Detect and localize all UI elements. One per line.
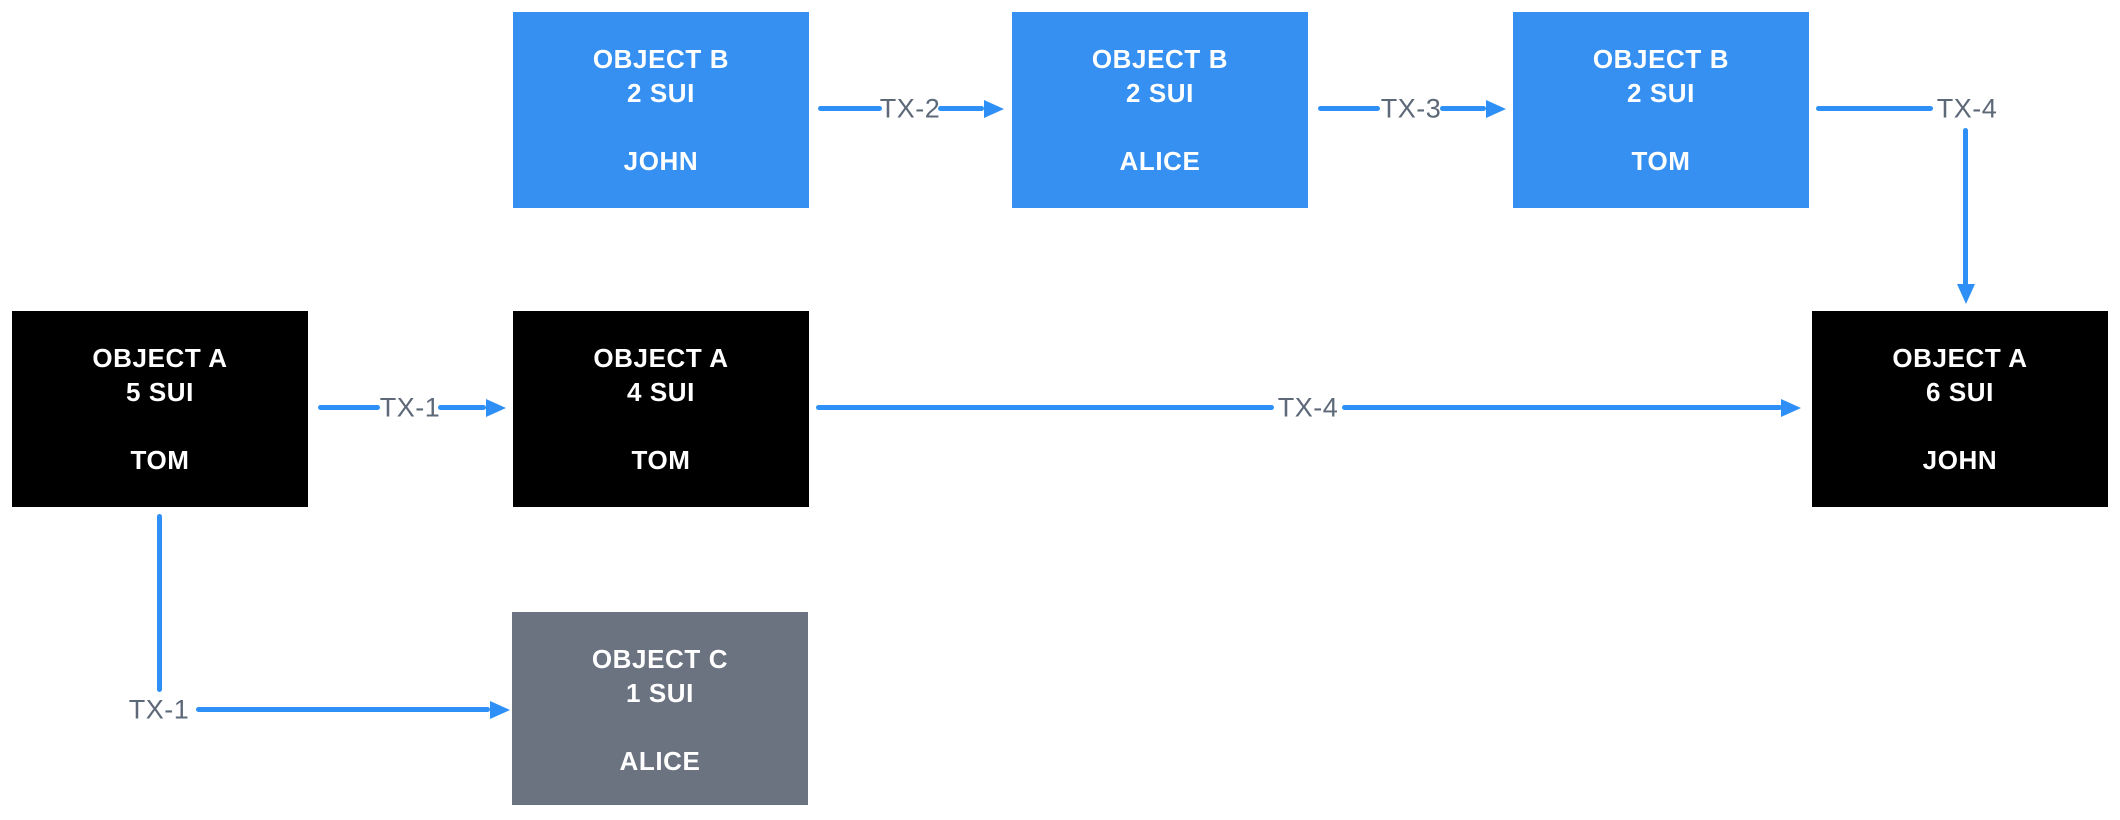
tx-1-line: [318, 405, 380, 410]
node-owner: JOHN: [1922, 445, 1998, 475]
node-owner: TOM: [631, 445, 691, 475]
tx-4-label: TX-4: [1277, 392, 1339, 423]
tx-1-split-label: TX-1: [128, 694, 190, 725]
node-owner: JOHN: [623, 146, 699, 176]
arrowhead-right-icon: [490, 701, 510, 719]
tx-3-line: [1318, 106, 1380, 111]
node-amount: 6 SUI: [1925, 377, 1994, 407]
node-owner: TOM: [1631, 146, 1691, 176]
tx-1-split-line: [157, 514, 162, 692]
node-amount: 2 SUI: [1125, 78, 1194, 108]
node-amount: 2 SUI: [626, 78, 695, 108]
tx-3-line: [1440, 106, 1486, 111]
node-amount: 2 SUI: [1626, 78, 1695, 108]
tx-1-split-line: [196, 707, 490, 712]
tx-4-line: [816, 405, 1274, 410]
tx-2-line: [938, 106, 984, 111]
arrowhead-right-icon: [486, 399, 506, 417]
arrowhead-right-icon: [984, 100, 1004, 118]
tx-4-merge-line: [1816, 106, 1933, 111]
tx-1-line: [438, 405, 486, 410]
tx-4-line: [1342, 405, 1782, 410]
node-amount: 5 SUI: [125, 377, 194, 407]
node-amount: 4 SUI: [626, 377, 695, 407]
tx-1-label: TX-1: [379, 392, 441, 423]
tx-4-merge-label: TX-4: [1936, 93, 1998, 124]
arrowhead-right-icon: [1781, 399, 1801, 417]
node-owner: TOM: [130, 445, 190, 475]
tx-4-merge-line: [1963, 128, 1968, 286]
tx-2-label: TX-2: [879, 93, 941, 124]
node-owner: ALICE: [1119, 146, 1201, 176]
arrowhead-down-icon: [1957, 284, 1975, 304]
node-amount: 1 SUI: [625, 678, 694, 708]
node-owner: ALICE: [619, 746, 701, 776]
tx-3-label: TX-3: [1380, 93, 1442, 124]
tx-2-line: [818, 106, 882, 111]
arrowhead-right-icon: [1486, 100, 1506, 118]
